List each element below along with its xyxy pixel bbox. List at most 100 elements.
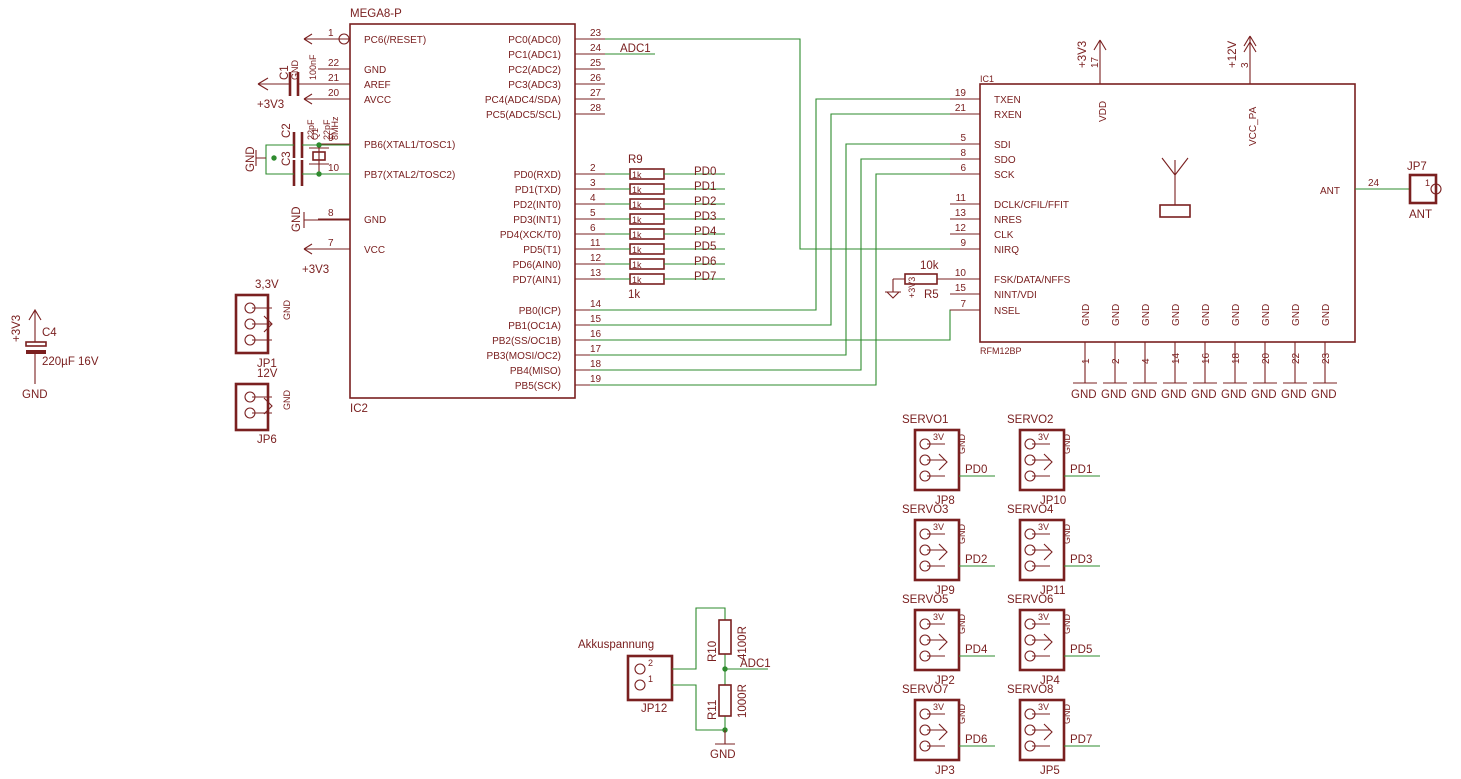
- servo-gnd-label: GND: [1062, 614, 1072, 635]
- servo-body: [913, 698, 961, 762]
- c4-name: C4: [42, 327, 57, 339]
- servo-label: SERVO3: [902, 504, 948, 516]
- c2-name: C2: [281, 123, 293, 138]
- r9-element-value: 1k: [632, 215, 642, 225]
- ic1-gnd-pin-label: GND: [1081, 304, 1092, 326]
- ic1-gnd-pin-num: 16: [1201, 352, 1212, 364]
- ic2-pin-num: 27: [590, 88, 602, 99]
- ic1-gnd-net-label: GND: [1191, 389, 1217, 401]
- c4-value: 220µF 16V: [42, 356, 99, 368]
- ic2-pin-num: 23: [590, 28, 602, 39]
- header-jp7[interactable]: 1 JP7 ANT: [1407, 161, 1442, 221]
- r5-name: R5: [924, 289, 939, 301]
- header-jp12[interactable]: 2 1 Akkuspannung JP12: [578, 639, 674, 715]
- servo-leads: [927, 713, 948, 747]
- ic1-gnd-pin-label: GND: [1171, 304, 1182, 326]
- servo-jp-name: JP3: [935, 765, 955, 777]
- r9-net-label: PD3: [694, 211, 716, 223]
- ic1-gnd-pin-line: [1133, 342, 1157, 384]
- ic1-gnd-net-label: GND: [1101, 389, 1127, 401]
- ic1-gnd-net-label: GND: [1221, 389, 1247, 401]
- header-jp1[interactable]: 3,3V JP1 GND: [234, 279, 292, 370]
- servo-label: SERVO7: [902, 684, 948, 696]
- ic1-gnd-pin-line: [1253, 342, 1277, 384]
- jp6-label: 12V: [257, 368, 278, 380]
- ic2-pin-label: PB0(ICP): [519, 306, 561, 317]
- servo-pin-label: 3V: [933, 612, 944, 622]
- divider-gnd-symbol: [715, 730, 735, 745]
- ic1-gnd-pin-label: GND: [1201, 304, 1212, 326]
- jp7-pin: [1430, 183, 1442, 195]
- servo-jp-name: JP2: [935, 675, 955, 687]
- resistor-r11[interactable]: R11 1000R: [707, 684, 749, 720]
- ic1-rfm12bp[interactable]: IC1 RFM12BP 19TXEN21RXEN5SDI8SDO6SCK11DC…: [950, 74, 1356, 401]
- ic2-pin-num: 13: [590, 268, 602, 279]
- c4-supply-label: +3V3: [11, 315, 23, 342]
- capacitor-c1[interactable]: C1 100nF GND: [279, 54, 350, 96]
- r9-net-label: PD7: [694, 271, 716, 283]
- c4-plate-top: [25, 341, 47, 347]
- ic2-pin-num: 7: [328, 238, 334, 249]
- xtal-gnd-label: GND: [245, 146, 257, 172]
- ic2-pin-label: PD5(T1): [523, 245, 561, 256]
- ic1-gnd-net-label: GND: [1161, 389, 1187, 401]
- capacitor-c4[interactable]: +3V3 C4 220µF 16V GND: [11, 308, 99, 401]
- r9-name: R9: [628, 154, 643, 166]
- servo-body: [1018, 608, 1066, 672]
- resistor-r10[interactable]: R10 4100R: [707, 619, 749, 662]
- r9-net-label: PD4: [694, 226, 717, 238]
- ic2-pin-label: PD7(AIN1): [513, 275, 561, 286]
- ic1-gnd-pin-label: GND: [1111, 304, 1122, 326]
- ic1-pin-num: 15: [955, 283, 967, 294]
- servo-net-label: PD2: [965, 554, 987, 566]
- ic2-pin-num: 19: [590, 374, 602, 385]
- reset-supply-arrow: [303, 33, 339, 45]
- c1-leads: [298, 68, 350, 85]
- ic1-gnd-pin-line: [1073, 342, 1097, 384]
- jp1-label: 3,3V: [255, 279, 279, 291]
- jp12-label: Akkuspannung: [578, 639, 654, 651]
- ic2-pin-label: PB7(XTAL2/TOSC2): [364, 170, 455, 181]
- ic1-pin-label: FSK/DATA/NFFS: [994, 275, 1071, 286]
- servo-leads: [927, 623, 948, 657]
- servo-net-label: PD4: [965, 644, 988, 656]
- jp7-name: JP7: [1407, 161, 1427, 173]
- c1-supply-arrow: [257, 77, 290, 91]
- c1-supply-label: +3V3: [257, 99, 284, 111]
- ant-pin-label: ANT: [1320, 186, 1340, 197]
- servo-pin-label: 3V: [1038, 432, 1049, 442]
- ic2-mega8[interactable]: MEGA8-P IC2 1PC6(/RESET)22GND21AREF20AVC…: [318, 8, 605, 415]
- header-jp6[interactable]: 12V JP6 GND: [234, 368, 292, 446]
- servo-jp-name: JP10: [1040, 495, 1066, 507]
- ic1-gnd-pin-line: [1103, 342, 1127, 384]
- servo-body: [1018, 518, 1066, 582]
- c1-value: 100nF: [308, 54, 318, 80]
- ic1-gnd-net-label: GND: [1281, 389, 1307, 401]
- capacitor-c3[interactable]: C3 22pF: [281, 119, 332, 186]
- crystal-q1[interactable]: Q1 8MHz: [309, 116, 340, 174]
- r9-element-value: 1k: [632, 260, 642, 270]
- jp7-body: [1408, 173, 1438, 205]
- servo-leads: [1032, 623, 1053, 657]
- xtal-wires: [265, 144, 350, 175]
- ic2-pin-num: 21: [328, 73, 340, 84]
- pb4-to-sdo: [590, 158, 980, 371]
- ic2-pin-num: 5: [590, 208, 596, 219]
- r9-value: 1k: [628, 289, 640, 301]
- servo-headers: SERVO1JP8PD0GND3VSERVO2JP10PD1GND3VSERVO…: [902, 414, 1100, 777]
- servo-leads: [1032, 713, 1053, 747]
- jp7-pin-num: 1: [1425, 178, 1430, 188]
- junction: [316, 142, 322, 148]
- resistor-r5[interactable]: 10k R5 +3V3: [885, 260, 980, 301]
- ic2-pin-num: 20: [328, 88, 340, 99]
- r10-value: 4100R: [737, 626, 749, 660]
